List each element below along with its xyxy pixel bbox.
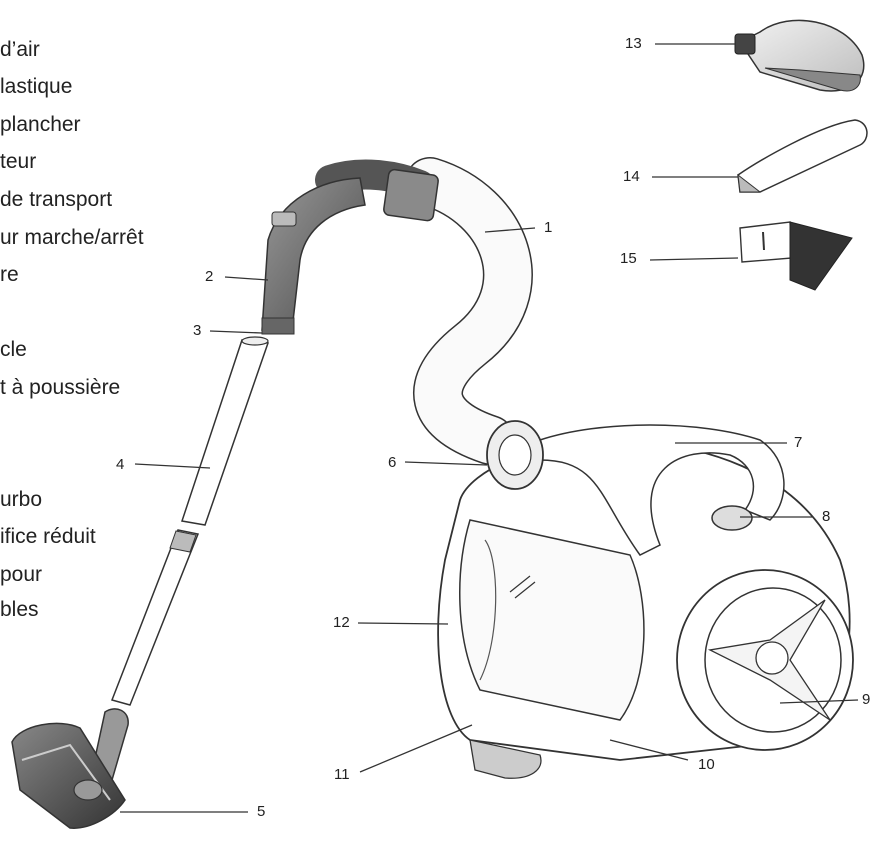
- callout-1: 1: [544, 219, 553, 236]
- callout-14: 14: [623, 168, 640, 185]
- callout-15: 15: [620, 250, 637, 267]
- small-brush: [739, 221, 853, 291]
- callout-3: 3: [193, 322, 202, 339]
- legend-item: plancher: [0, 113, 81, 136]
- telescopic-tube: [111, 336, 270, 706]
- callout-10: 10: [698, 756, 715, 773]
- legend-item: ur marche/arrêt: [0, 226, 144, 249]
- legend-item: urbo: [0, 488, 43, 511]
- callout-12: 12: [333, 614, 350, 631]
- callout-6: 6: [388, 454, 397, 471]
- legend-item: bles: [0, 598, 39, 621]
- legend-item: cle: [0, 338, 27, 361]
- vacuum-body: [437, 420, 854, 779]
- callout-11: 11: [334, 766, 350, 783]
- crevice-nozzle: [737, 119, 868, 193]
- legend-item: lastique: [0, 75, 73, 98]
- floor-nozzle: [11, 708, 129, 829]
- hose-handle: [261, 177, 366, 335]
- parts-legend: d’air lastique plancher teur de transpor…: [0, 0, 230, 640]
- legend-item: pour: [0, 563, 43, 586]
- callout-9: 9: [862, 691, 871, 708]
- legend-item: t à poussière: [0, 376, 121, 399]
- callout-7: 7: [794, 434, 803, 451]
- callout-4: 4: [116, 456, 125, 473]
- legend-item: re: [0, 263, 19, 286]
- turbo-brush: [734, 19, 865, 92]
- leader-lines: [120, 43, 859, 813]
- callout-8: 8: [822, 508, 831, 525]
- callout-5: 5: [257, 803, 266, 820]
- callout-13: 13: [625, 35, 642, 52]
- legend-item: de transport: [0, 188, 113, 211]
- legend-item: d’air: [0, 38, 40, 61]
- legend-item: teur: [0, 150, 37, 173]
- legend-item: ifice réduit: [0, 525, 96, 548]
- flexible-hose: [315, 157, 533, 465]
- callout-2: 2: [205, 268, 214, 285]
